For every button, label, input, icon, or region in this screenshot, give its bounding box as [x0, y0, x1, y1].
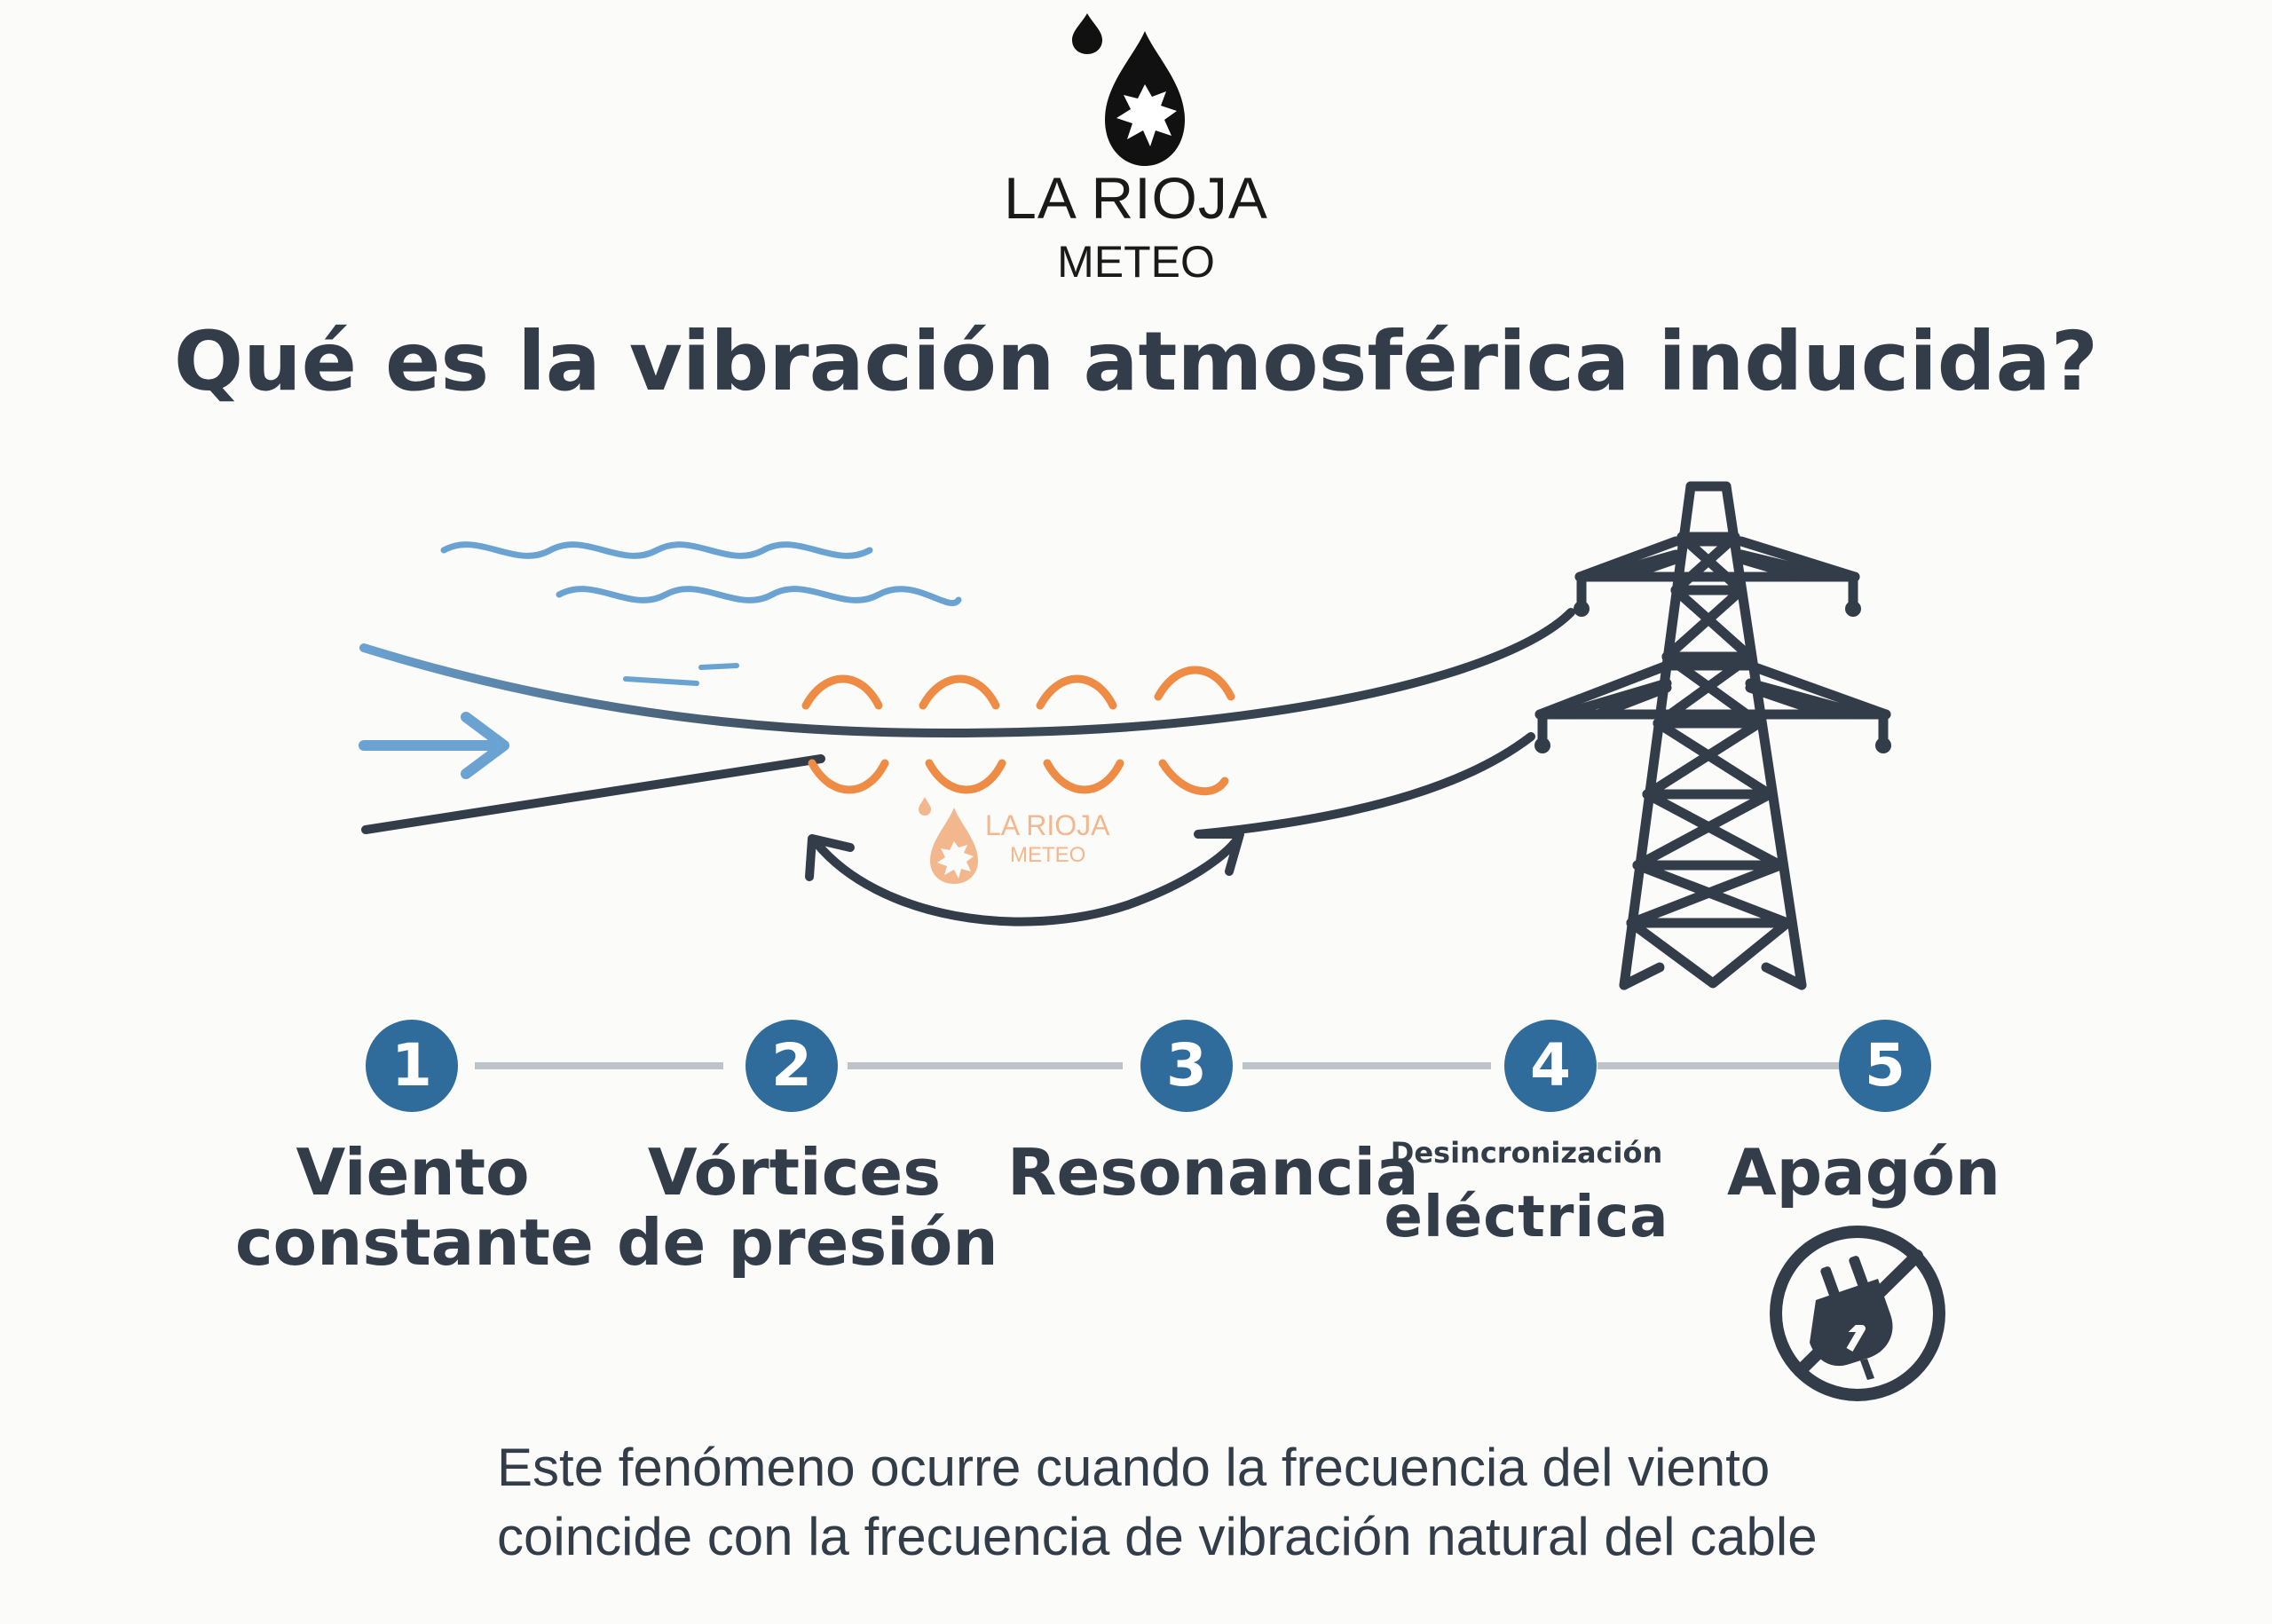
step-3-label: Resonancia — [1007, 1135, 1419, 1210]
step-5-number: 5 — [1839, 1020, 1931, 1112]
watermark-subtitle: METEO — [1010, 843, 1086, 867]
step-2-label-line: de presión — [617, 1205, 998, 1281]
step-3-label-line: Resonancia — [1007, 1135, 1419, 1210]
power-cable-upper — [359, 608, 1575, 738]
watermark-logo: LA RIOJA METEO — [914, 790, 1136, 887]
step-4-number: 4 — [1504, 1020, 1597, 1112]
logo-title: LA RIOJA — [1004, 165, 1268, 231]
water-drop-vine-leaf-icon — [1072, 13, 1185, 166]
step-4-label-big: eléctrica — [1384, 1185, 1669, 1250]
vibration-diagram — [359, 481, 1891, 990]
step-5-label-line: Apagón — [1726, 1135, 2001, 1210]
transmission-tower-icon — [1534, 481, 1891, 990]
logo-subtitle: METEO — [1057, 237, 1215, 287]
page-title: Qué es la vibración atmosférica inducida… — [173, 314, 2099, 409]
step-2-number: 2 — [746, 1020, 838, 1112]
step-2-label-line: Vórtices — [647, 1135, 942, 1210]
timeline-connector — [1598, 1062, 1864, 1069]
oscillation-arrow-icon — [805, 830, 1244, 926]
caption-line-1: Este fenómeno ocurre cuando la frecuenci… — [497, 1438, 1771, 1497]
power-cable-lower-right — [1194, 732, 1535, 839]
step-2-label: Vórtices de presión — [617, 1135, 998, 1281]
timeline-connector — [475, 1062, 723, 1069]
caption-line-2: coincide con la frecuencia de vibración … — [497, 1507, 1818, 1566]
explanation-caption: Este fenómeno ocurre cuando la frecuenci… — [497, 1433, 2006, 1572]
watermark-title: LA RIOJA — [985, 809, 1110, 841]
vortex-waves — [801, 666, 1235, 796]
step-5-label: Apagón — [1717, 1135, 2010, 1210]
step-1-number: 1 — [366, 1020, 458, 1112]
insulator-dots — [1534, 601, 1891, 753]
step-1-label-line: Viento — [296, 1135, 530, 1210]
step-1-label-line: constante — [235, 1205, 594, 1281]
no-power-plug-icon — [1770, 1226, 1945, 1401]
wind-arrow-icon — [359, 712, 509, 779]
wind-waves-icon — [440, 541, 962, 686]
step-4-label-small: Desincronización — [1390, 1136, 1663, 1170]
watermark-drop-icon — [919, 797, 978, 884]
step-1-label: Viento constante — [235, 1135, 594, 1281]
timeline-connector — [848, 1062, 1123, 1069]
steps-timeline: 1 2 3 4 5 — [0, 1012, 2272, 1118]
timeline-connector — [1242, 1062, 1491, 1069]
power-cable-lower-left — [361, 754, 825, 834]
step-3-number: 3 — [1140, 1020, 1233, 1112]
brand-logo: LA RIOJA METEO — [958, 13, 1314, 293]
